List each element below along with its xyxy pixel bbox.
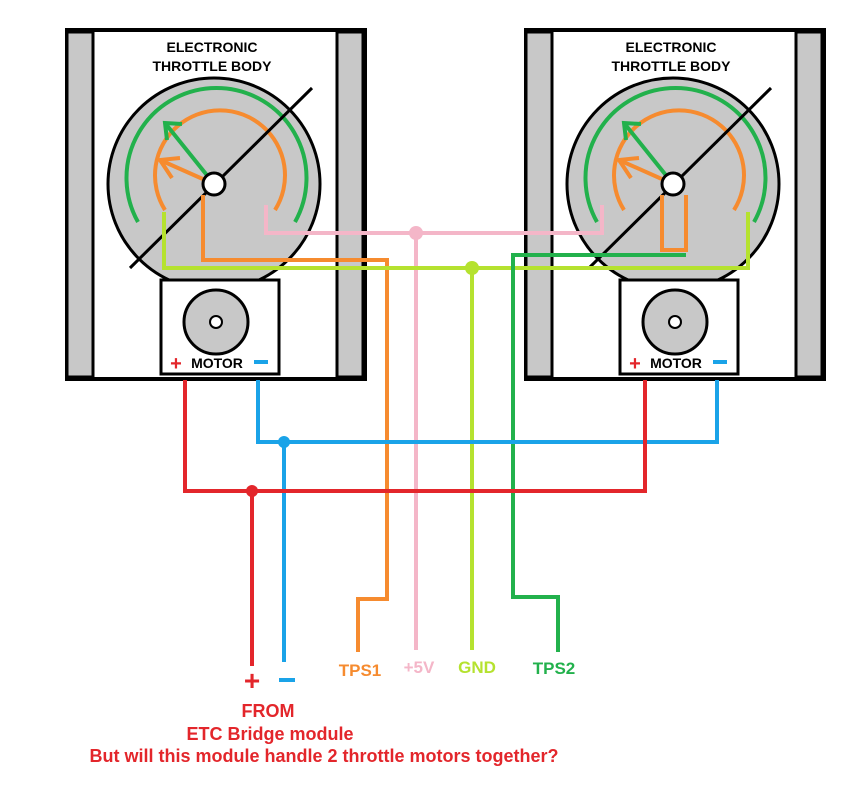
right-tps1-wiper-arrowhead <box>615 156 640 180</box>
terminal-5v-label: +5V <box>404 658 435 677</box>
junction-motor-minus <box>278 436 290 448</box>
wire-tps1-left <box>201 195 389 652</box>
footer-from: FROM <box>242 701 295 721</box>
right-body-title-line2: THROTTLE BODY <box>612 58 732 74</box>
wire-5v-bus <box>264 205 604 235</box>
right-throttle-shaft <box>660 171 686 197</box>
terminal-labels: + TPS1 +5V GND TPS2 <box>244 658 575 696</box>
footer-module: ETC Bridge module <box>186 724 353 744</box>
right-tps2-wiper-arrowhead <box>621 120 642 141</box>
terminal-plus-label: + <box>244 665 260 696</box>
junctions <box>246 226 479 497</box>
left-tps1-arc <box>153 108 287 212</box>
left-tps2-wiper <box>163 121 216 186</box>
right-motor-plus-sign: + <box>629 353 641 375</box>
wire-tps2 <box>511 253 686 652</box>
left-tps2-wiper-arrowhead <box>162 120 183 141</box>
left-body-right-rail <box>335 30 365 379</box>
right-throttle-body: ELECTRONIC THROTTLE BODY + MOTOR <box>524 28 826 381</box>
terminal-tps2-label: TPS2 <box>533 659 576 678</box>
left-tps2-arc <box>124 85 309 223</box>
right-tps1-arc <box>612 108 746 212</box>
terminal-gnd-label: GND <box>458 658 496 677</box>
left-body-left-rail <box>65 30 95 379</box>
left-throttle-shaft <box>201 171 227 197</box>
terminal-tps1-label: TPS1 <box>339 661 382 680</box>
wire-motor-minus-bus <box>256 380 719 444</box>
left-motor-label: MOTOR <box>191 355 243 371</box>
footer-caption: FROM ETC Bridge module But will this mod… <box>89 701 558 766</box>
footer-question: But will this module handle 2 throttle m… <box>89 746 558 766</box>
right-tps2-arc <box>583 85 768 223</box>
right-motor-shaft <box>668 315 682 329</box>
junction-gnd <box>465 261 479 275</box>
wire-gnd-bus <box>162 212 750 270</box>
wire-tps1-right-stub <box>660 195 688 252</box>
wiring <box>162 195 750 666</box>
left-body-title-line1: ELECTRONIC <box>167 39 258 55</box>
left-body-title-line2: THROTTLE BODY <box>153 58 273 74</box>
right-body-left-rail <box>524 30 554 379</box>
junction-5v <box>409 226 423 240</box>
left-tps1-wiper-arrowhead <box>156 156 181 180</box>
right-motor-label: MOTOR <box>650 355 702 371</box>
junction-motor-plus <box>246 485 258 497</box>
right-body-right-rail <box>794 30 824 379</box>
left-motor-plus-sign: + <box>170 353 182 375</box>
right-body-title-line1: ELECTRONIC <box>626 39 717 55</box>
right-tps2-wiper <box>622 121 675 186</box>
wire-motor-plus-bus <box>183 380 647 493</box>
left-motor-shaft <box>209 315 223 329</box>
left-throttle-body: ELECTRONIC THROTTLE BODY + MOTOR <box>65 28 367 381</box>
